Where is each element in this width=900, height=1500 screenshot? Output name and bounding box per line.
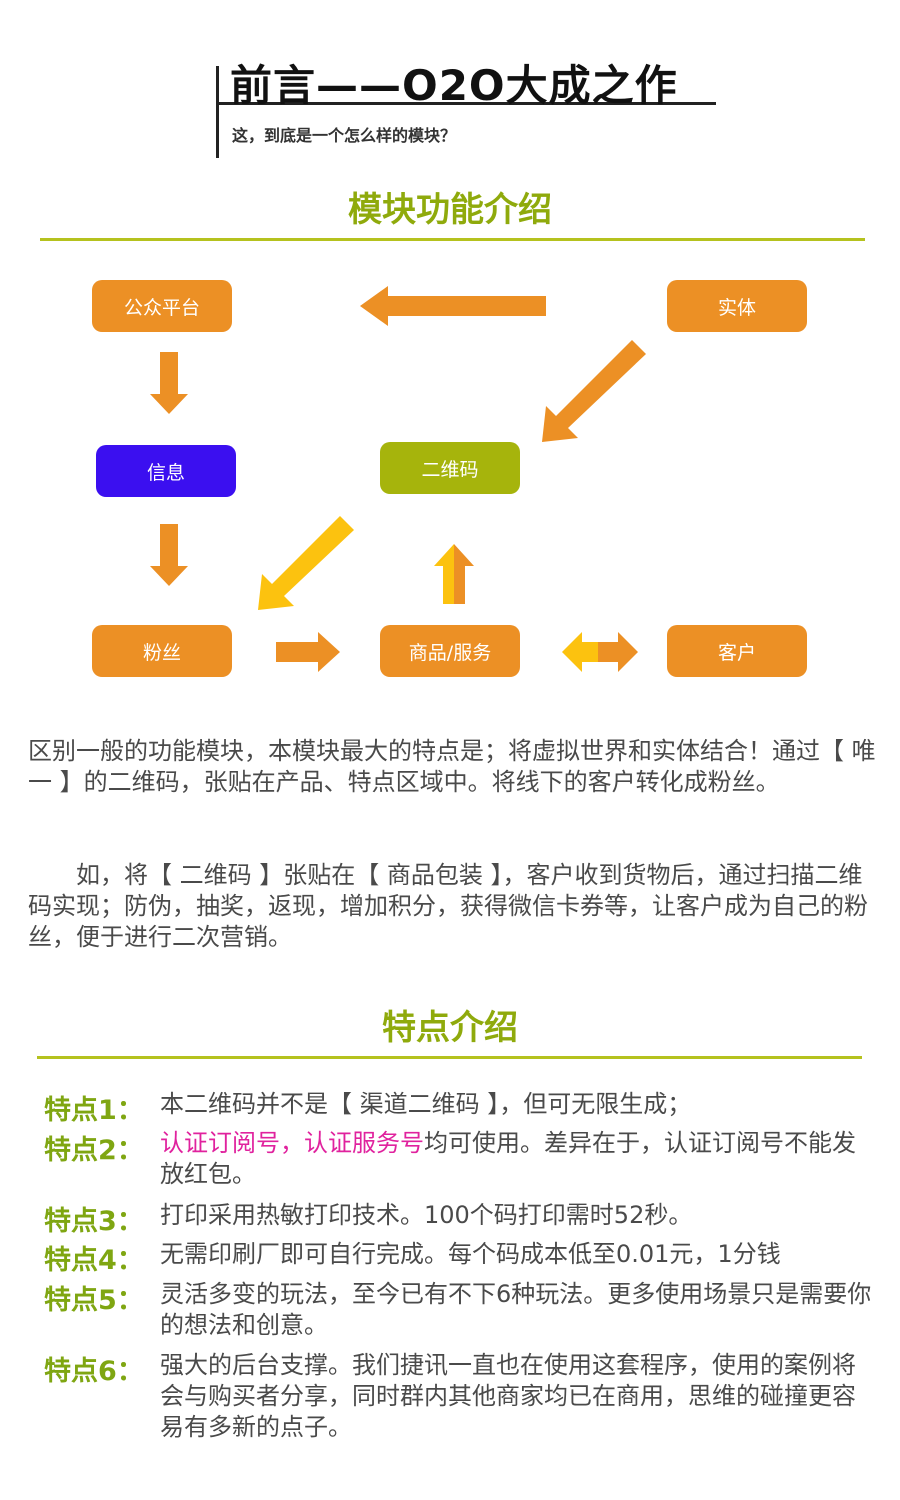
arrow-right-icon [276,632,340,672]
arrow-left-icon [360,286,546,326]
intro-paragraph-2: 如，将【 二维码 】张贴在【 商品包装 】，客户收到货物后，通过扫描二维码实现；… [28,861,868,951]
feature-text: 无需印刷厂即可自行完成。每个码成本低至0.01元，1分钱 [160,1240,781,1268]
node-qrcode: 二维码 [380,442,520,494]
arrow-down-icon [150,524,188,586]
header-vertical-rule [216,66,219,158]
arrow-double-icon [562,632,638,672]
node-goods-service: 商品/服务 [380,625,520,677]
feature-label: 特点5： [44,1285,144,1316]
feature-text: 认证订阅号，认证服务号均可使用。差异在于，认证订阅号不能发放红包。 [160,1128,876,1190]
node-fans: 粉丝 [92,625,232,677]
intro-paragraph-1: 区别一般的功能模块，本模块最大的特点是；将虚拟世界和实体结合！通过【 唯一 】的… [28,737,876,796]
node-public-platform: 公众平台 [92,280,232,332]
section-divider [37,1056,862,1059]
feature-highlight: 认证服务号 [304,1129,424,1157]
feature-label: 特点6： [44,1356,144,1387]
feature-label: 特点1： [44,1095,144,1126]
feature-text: 灵活多变的玩法，至今已有不下6种玩法。更多使用场景只是需要你的想法和创意。 [160,1280,872,1339]
feature-text: 打印采用热敏打印技术。100个码打印需时52秒。 [160,1201,693,1229]
page-subtitle: 这，到底是一个怎么样的模块？ [232,126,457,145]
arrow-diagonal-yellow-icon [258,516,354,610]
page-title: 前言——O2O大成之作 [230,61,678,110]
feature-highlight: 认证订阅号 [160,1129,280,1157]
arrow-down-icon [150,352,188,414]
feature-text-rest: 均可使用。差异在于，认证订阅号不能发放红包。 [160,1129,856,1188]
arrow-up-icon [434,544,474,604]
node-customer: 客户 [667,625,807,677]
section-divider [40,238,865,241]
feature-highlight-separator: ， [280,1129,304,1157]
node-entity: 实体 [667,280,807,332]
feature-label: 特点3： [44,1206,144,1237]
feature-label: 特点2： [44,1135,144,1166]
node-info: 信息 [96,445,236,497]
feature-text: 强大的后台支撑。我们捷讯一直也在使用这套程序，使用的案例将会与购买者分享，同时群… [160,1351,856,1441]
section-title-module-intro: 模块功能介绍 [348,190,552,230]
arrow-diagonal-orange-icon [542,340,646,442]
flow-diagram-arrows [150,286,646,672]
feature-text: 本二维码并不是【 渠道二维码 】，但可无限生成； [160,1090,692,1118]
header-horizontal-rule [216,102,716,105]
section-title-features: 特点介绍 [382,1008,518,1048]
feature-label: 特点4： [44,1245,144,1276]
